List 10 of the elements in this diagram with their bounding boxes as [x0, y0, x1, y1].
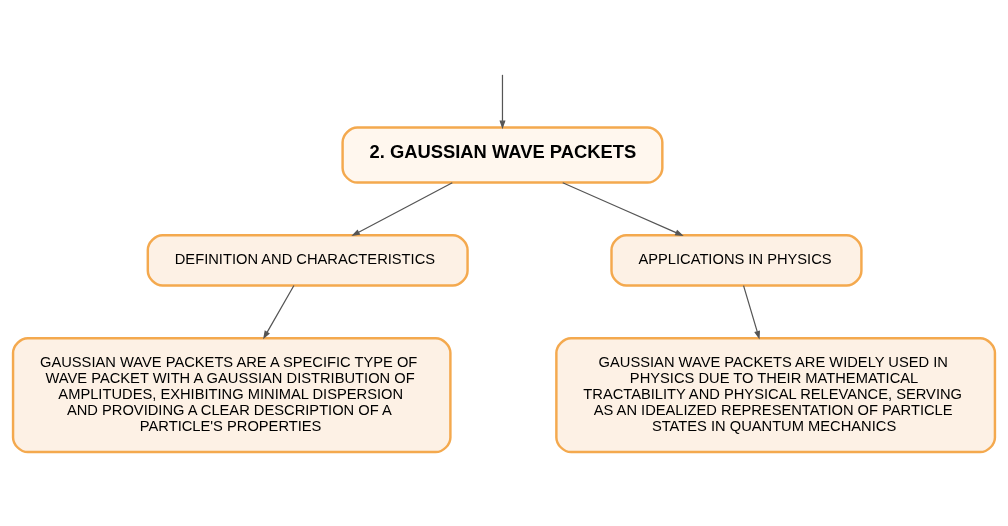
arrow	[499, 74, 506, 130]
node-box: DEFINITION AND CHARACTERISTICS	[146, 234, 469, 287]
arrow	[742, 284, 760, 340]
node-box: GAUSSIAN WAVE PACKETS ARE WIDELY USED IN PHYSICS DUE TO THEIR MATHEMATICAL TRACTABILITY AND PHYSICAL RELEVANCE, SERVING AS AN IDEALIZED REPRESENTATION OF PARTICLE STATES IN QUANTUM MECHANICS	[555, 336, 997, 454]
node-box: GAUSSIAN WAVE PACKETS ARE A SPECIFIC TYPE OF WAVE PACKET WITH A GAUSSIAN DISTRIBUTION OF AMPLITUDES, EXHIBITING MINIMAL DISPERSION AND PROVIDING A CLEAR DESCRIPTION OF A PARTICLE'S PROPERTIES	[11, 336, 452, 454]
arrow	[351, 182, 453, 237]
arrow	[562, 182, 684, 236]
node-box: 2. GAUSSIAN WAVE PACKETS	[341, 126, 664, 184]
node-box: APPLICATIONS IN PHYSICS	[610, 234, 863, 287]
arrow	[263, 284, 295, 340]
